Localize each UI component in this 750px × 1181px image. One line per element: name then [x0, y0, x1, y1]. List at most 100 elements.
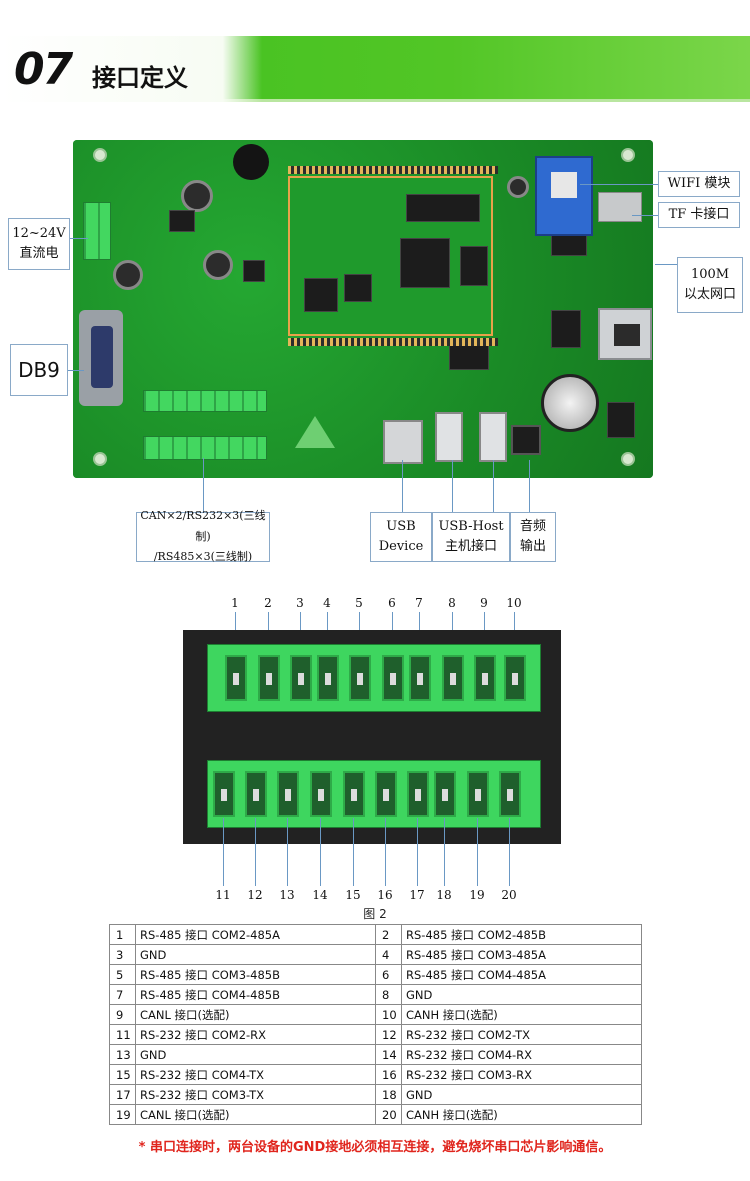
section-title: 接口定义 [92, 64, 188, 92]
chip [406, 194, 480, 222]
ethernet-callout: 100M 以太网口 [677, 257, 743, 313]
usb-host-port [479, 412, 507, 462]
wifi-chip [551, 172, 577, 198]
terminal-pin [221, 789, 227, 801]
capacitor [113, 260, 143, 290]
pin-number-label: 18 [436, 888, 452, 902]
pin-description-cell: RS-485 接口 COM4-485A [401, 964, 642, 985]
wifi-module [535, 156, 593, 236]
terminal-pin [507, 789, 513, 801]
callout-line [655, 264, 677, 265]
pin-number-cell: 10 [375, 1004, 402, 1025]
terminal-pin [512, 673, 518, 685]
terminal-cell [382, 655, 404, 701]
chip [304, 278, 338, 312]
callout-line [529, 460, 530, 512]
pin-header [288, 166, 498, 174]
pin-description-cell: GND [135, 944, 376, 965]
wifi-label: WIFI 模块 [667, 175, 731, 191]
terminal-row-top [207, 644, 541, 712]
pin-description-cell: GND [401, 1084, 642, 1105]
pin-number-cell: 8 [375, 984, 402, 1005]
pin-number-cell: 14 [375, 1044, 402, 1065]
pin-number-label: 4 [323, 596, 331, 610]
pin-number-label: 7 [415, 596, 423, 610]
pin-number-label: 12 [247, 888, 263, 902]
terminal-cell [504, 655, 526, 701]
audio-jack [511, 425, 541, 455]
pin-description-cell: RS-232 接口 COM2-TX [401, 1024, 642, 1045]
terminal-pin [325, 673, 331, 685]
pin-number-cell: 12 [375, 1024, 402, 1045]
pin-description-cell: CANL 接口(选配) [135, 1104, 376, 1125]
gnd-warning-note: * 串口连接时，两台设备的GND接地必须相互连接，避免烧坏串口芯片影响通信。 [138, 1140, 612, 1155]
pin-leader-line [477, 818, 478, 886]
pin-number-label: 15 [345, 888, 361, 902]
pin-number-cell: 5 [109, 964, 136, 985]
rj45-socket [614, 324, 640, 346]
coin-battery [541, 374, 599, 432]
pin-number-label: 11 [215, 888, 231, 902]
wifi-callout: WIFI 模块 [658, 171, 740, 197]
callout-line [402, 460, 403, 512]
pin-number-label: 3 [296, 596, 304, 610]
pin-number-label: 20 [501, 888, 517, 902]
terminal-cell [467, 771, 489, 817]
section-banner-fade [0, 36, 262, 102]
terminal-cell [434, 771, 456, 817]
pin-description-cell: CANH 接口(选配) [401, 1004, 642, 1025]
callout-line [493, 460, 494, 512]
capacitor [507, 176, 529, 198]
chip [243, 260, 265, 282]
callout-line [580, 184, 658, 185]
chip [551, 310, 581, 348]
core-module [288, 176, 493, 336]
terminal-cell [225, 655, 247, 701]
power-label-2: 直流电 [19, 246, 59, 261]
pin-number-label: 13 [279, 888, 295, 902]
pin-number-label: 16 [377, 888, 393, 902]
terminal-pin [266, 673, 272, 685]
power-label-1: 12~24V [12, 225, 66, 241]
usb-device-callout: USB Device [370, 512, 432, 562]
db9-callout: DB9 [10, 344, 68, 396]
terminal-pin [450, 673, 456, 685]
terminal-cell [310, 771, 332, 817]
db9-connector [79, 310, 123, 406]
bus-label-2: /RS485×3(三线制) [153, 550, 253, 564]
pin-leader-line [255, 818, 256, 886]
chip [344, 274, 372, 302]
pin-number-cell: 4 [375, 944, 402, 965]
mounting-hole [621, 452, 635, 466]
pin-number-label: 9 [480, 596, 488, 610]
pin-description-cell: CANH 接口(选配) [401, 1104, 642, 1125]
pin-number-label: 5 [355, 596, 363, 610]
usb-host-callout: USB-Host 主机接口 [432, 512, 510, 562]
terminal-cell [499, 771, 521, 817]
pin-leader-line [444, 818, 445, 886]
terminal-pin [415, 789, 421, 801]
pin-description-cell: GND [135, 1044, 376, 1065]
terminal-pin [233, 673, 239, 685]
pin-number-cell: 15 [109, 1064, 136, 1085]
terminal-cell [409, 655, 431, 701]
pin-number-cell: 7 [109, 984, 136, 1005]
pin-number-cell: 20 [375, 1104, 402, 1125]
pin-number-cell: 9 [109, 1004, 136, 1025]
usb-device-label-2: Device [378, 539, 424, 554]
pin-number-cell: 3 [109, 944, 136, 965]
terminal-cell [375, 771, 397, 817]
pin-description-cell: RS-485 接口 COM4-485B [135, 984, 376, 1005]
tf-card-slot [598, 192, 642, 222]
pcb-photo [73, 140, 653, 478]
ethernet-label-2: 以太网口 [683, 287, 736, 302]
terminal-block-top [143, 390, 267, 412]
pin-number-cell: 1 [109, 924, 136, 945]
